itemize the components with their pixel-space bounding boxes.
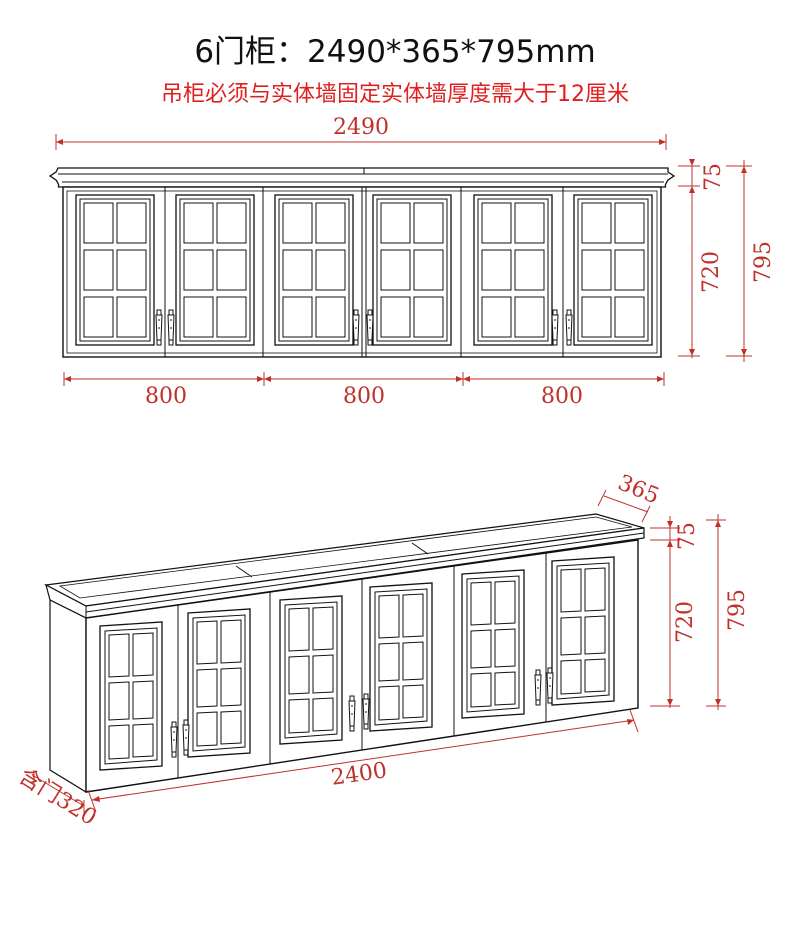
mounting-warning: 吊柜必须与实体墙固定实体墙厚度需大于12厘米 — [161, 82, 629, 107]
front-segment-3-label: 800 — [541, 384, 583, 409]
front-molding-height-label: 75 — [701, 163, 726, 191]
front-total-height-label: 795 — [751, 241, 776, 283]
iso-body-height-label: 720 — [673, 601, 698, 643]
front-view: 2490 — [48, 115, 776, 409]
front-body-height-label: 720 — [699, 251, 724, 293]
page-title: 6门柜：2490*365*795mm — [194, 34, 596, 70]
iso-depth-label: 365 — [614, 471, 662, 510]
front-segment-2-label: 800 — [343, 384, 385, 409]
front-segment-1-label: 800 — [145, 384, 187, 409]
iso-molding-height-label: 75 — [675, 522, 700, 550]
iso-view: 365 75 720 795 2400 含门320 — [14, 471, 750, 831]
iso-total-height-label: 795 — [725, 589, 750, 631]
front-width-label: 2490 — [333, 115, 389, 140]
